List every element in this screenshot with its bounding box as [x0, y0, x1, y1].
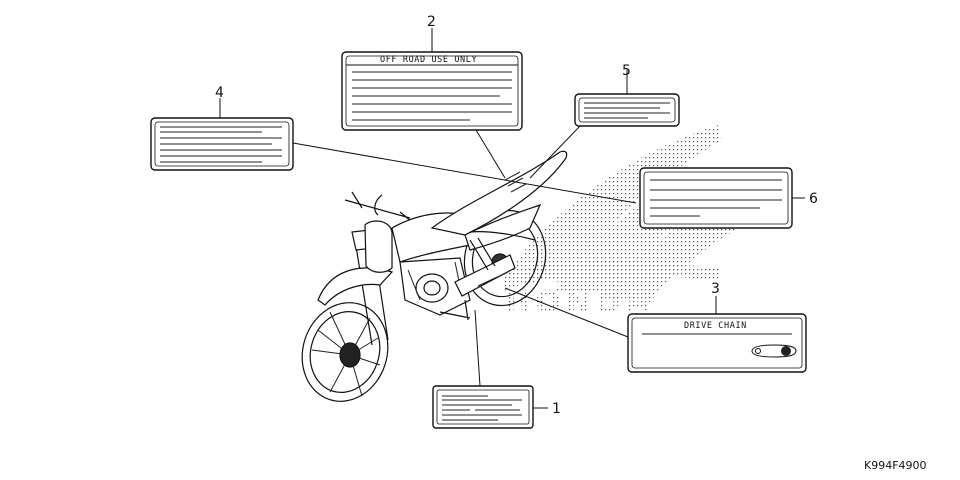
callout-number-2: 2: [427, 14, 436, 30]
label-1: [432, 385, 534, 429]
label-3: DRIVE CHAIN: [627, 313, 807, 373]
honda-wing-watermark: HONDA: [505, 125, 750, 320]
label-2-heading: OFF ROAD USE ONLY: [380, 55, 477, 65]
callout-number-4: 4: [215, 85, 224, 101]
leader-lines: [219, 28, 805, 409]
callout-number-3: 3: [711, 281, 720, 297]
part-code: K994F4900: [864, 459, 927, 472]
label-4: [150, 117, 294, 171]
label-2: OFF ROAD USE ONLY: [341, 51, 523, 131]
chain-icon: [751, 344, 797, 358]
honda-watermark-text: HONDA: [505, 285, 654, 320]
motorcycle-illustration: [301, 150, 568, 402]
label-3-heading: DRIVE CHAIN: [684, 321, 747, 331]
label-5: [574, 93, 680, 127]
callout-number-5: 5: [622, 63, 631, 79]
label-6: [639, 167, 793, 229]
callout-number-1: 1: [552, 401, 561, 417]
callout-number-6: 6: [809, 191, 818, 207]
